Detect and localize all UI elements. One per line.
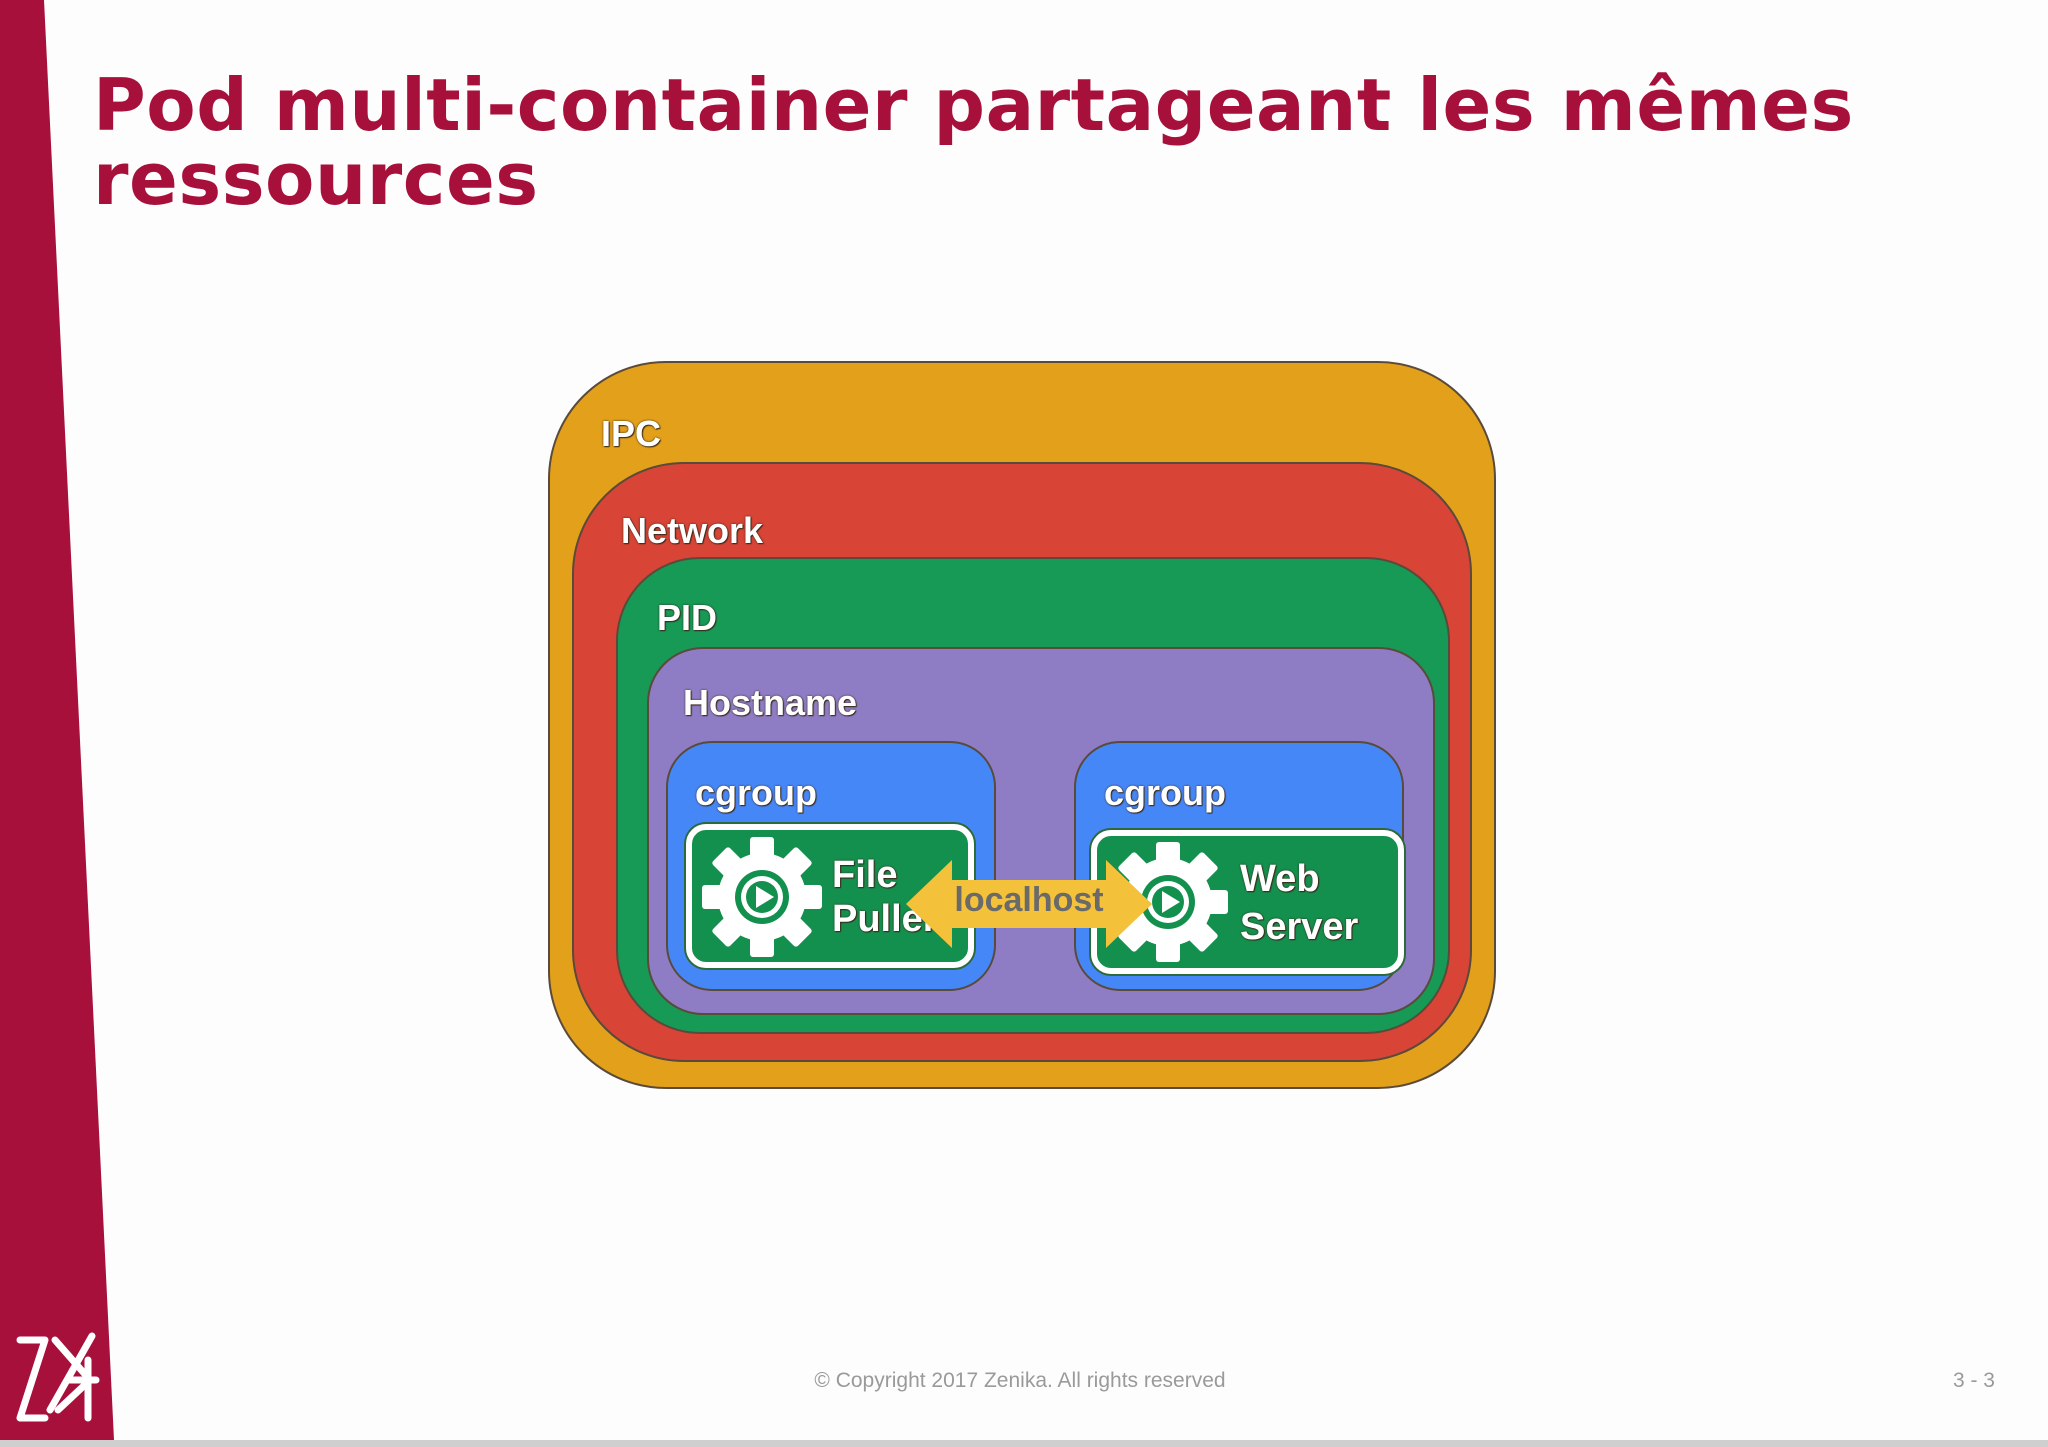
copyright-footer: © Copyright 2017 Zenika. All rights rese… — [814, 1369, 1226, 1392]
double-arrow-icon — [906, 860, 1152, 948]
pid-label: PID — [657, 597, 718, 638]
container-name-file: File — [832, 854, 898, 896]
hostname-label: Hostname — [683, 682, 858, 723]
cgroup-label-left: cgroup — [695, 772, 817, 813]
cgroup-label-right: cgroup — [1104, 772, 1226, 813]
container-name-server: Server — [1240, 906, 1359, 948]
page-number: 3 - 3 — [1952, 1369, 1995, 1392]
container-name-web: Web — [1240, 858, 1320, 900]
slide-title: Pod multi-container partageant les mêmes… — [93, 63, 1854, 221]
ipc-label: IPC — [601, 413, 662, 454]
gear-play-icon — [1108, 842, 1228, 962]
localhost-label: localhost — [954, 881, 1104, 919]
bottom-bar — [0, 1440, 2048, 1447]
gear-play-icon — [702, 837, 822, 957]
network-label: Network — [621, 510, 764, 551]
